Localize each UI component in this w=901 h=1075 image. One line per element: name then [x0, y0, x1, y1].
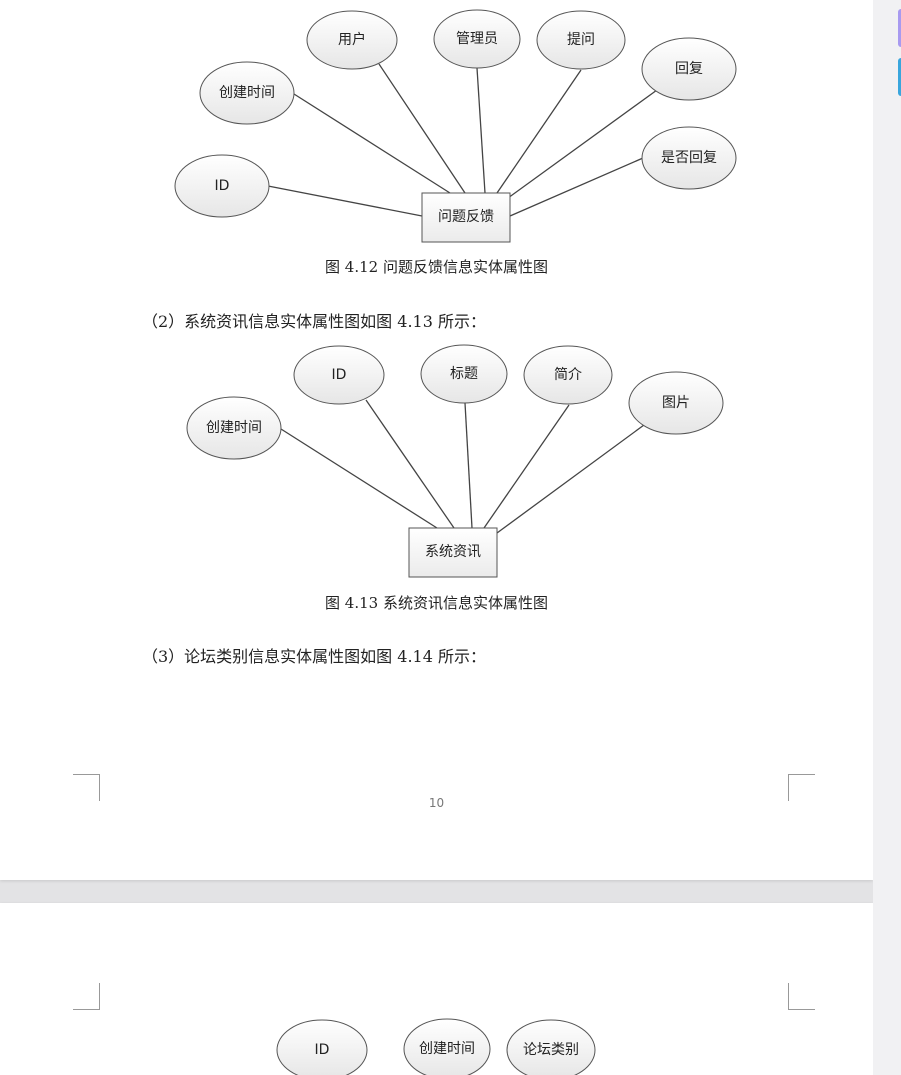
- attribute-label: 简介: [554, 366, 582, 383]
- entity-label: 系统资讯: [425, 544, 481, 560]
- corner-mark-top-left: [73, 983, 100, 1010]
- attribute-label: ID: [315, 1042, 330, 1058]
- er-diagram-4-13: ID 标题 简介 图片 创建时间 系统资讯: [186, 344, 724, 578]
- attribute-ellipse: [641, 126, 737, 190]
- attribute-label: 创建时间: [419, 1041, 475, 1057]
- er-diagram-4-12: 用户 管理员 提问 回复 创建时间 ID 是否回复 问题反馈: [174, 9, 737, 243]
- er-diagram-4-14-partial: ID 创建时间 论坛类别: [276, 1018, 596, 1075]
- connector-line: [496, 424, 645, 534]
- side-tool-button-2[interactable]: [898, 58, 901, 96]
- attribute-label: 管理员: [456, 31, 498, 47]
- attribute-label: ID: [215, 178, 230, 194]
- attribute-label: 标题: [450, 366, 478, 382]
- attribute-ellipse: [306, 10, 398, 70]
- attribute-label: ID: [332, 367, 347, 383]
- attribute-ellipse: [174, 154, 270, 218]
- connector-line: [496, 69, 582, 194]
- entity-box: [408, 527, 498, 578]
- page-number: 10: [428, 796, 445, 810]
- attribute-ellipse: [403, 1018, 491, 1075]
- connector-line: [365, 399, 455, 529]
- figure-caption: 图 4.12 问题反馈信息实体属性图: [325, 258, 548, 276]
- attribute-ellipse: [276, 1019, 368, 1075]
- figure-caption: 图 4.13 系统资讯信息实体属性图: [325, 594, 548, 612]
- side-tool-button-1[interactable]: [898, 9, 901, 47]
- corner-mark-top-right: [788, 983, 815, 1010]
- attribute-ellipse: [199, 61, 295, 125]
- right-side-panel: [873, 0, 901, 1075]
- corner-mark-bottom-right: [788, 774, 815, 801]
- connector-line: [267, 185, 423, 217]
- connector-line: [509, 157, 644, 217]
- attribute-label: 是否回复: [661, 149, 717, 166]
- body-paragraph: （3）论坛类别信息实体属性图如图 4.14 所示：: [142, 647, 486, 666]
- attribute-label: 提问: [567, 32, 595, 48]
- connector-line: [293, 93, 451, 194]
- attribute-label: 创建时间: [206, 420, 262, 436]
- attribute-ellipse: [641, 37, 737, 101]
- attribute-ellipse: [293, 345, 385, 405]
- connector-line: [378, 63, 466, 194]
- connector-line: [507, 89, 658, 199]
- page-gap: [0, 880, 873, 903]
- attribute-ellipse: [536, 10, 626, 70]
- attribute-ellipse: [433, 9, 521, 69]
- entity-label: 问题反馈: [438, 209, 494, 225]
- connector-line: [483, 404, 570, 529]
- attribute-ellipse: [420, 344, 508, 404]
- attribute-ellipse: [186, 396, 282, 460]
- document-page-2: ID 创建时间 论坛类别: [0, 903, 873, 1075]
- corner-mark-bottom-left: [73, 774, 100, 801]
- connector-line: [464, 402, 473, 529]
- document-page-1: 用户 管理员 提问 回复 创建时间 ID 是否回复 问题反馈 图 4.12 问题…: [0, 0, 873, 880]
- attribute-label: 回复: [675, 60, 703, 77]
- connector-line: [476, 67, 486, 194]
- attribute-label: 论坛类别: [523, 1042, 579, 1058]
- connector-line: [280, 428, 438, 529]
- attribute-ellipse: [628, 371, 724, 435]
- attribute-ellipse: [506, 1019, 596, 1075]
- body-paragraph: （2）系统资讯信息实体属性图如图 4.13 所示：: [142, 312, 486, 331]
- attribute-label: 创建时间: [219, 85, 275, 101]
- entity-box: [421, 192, 511, 243]
- attribute-ellipse: [523, 345, 613, 405]
- attribute-label: 用户: [338, 31, 366, 48]
- attribute-label: 图片: [662, 395, 690, 411]
